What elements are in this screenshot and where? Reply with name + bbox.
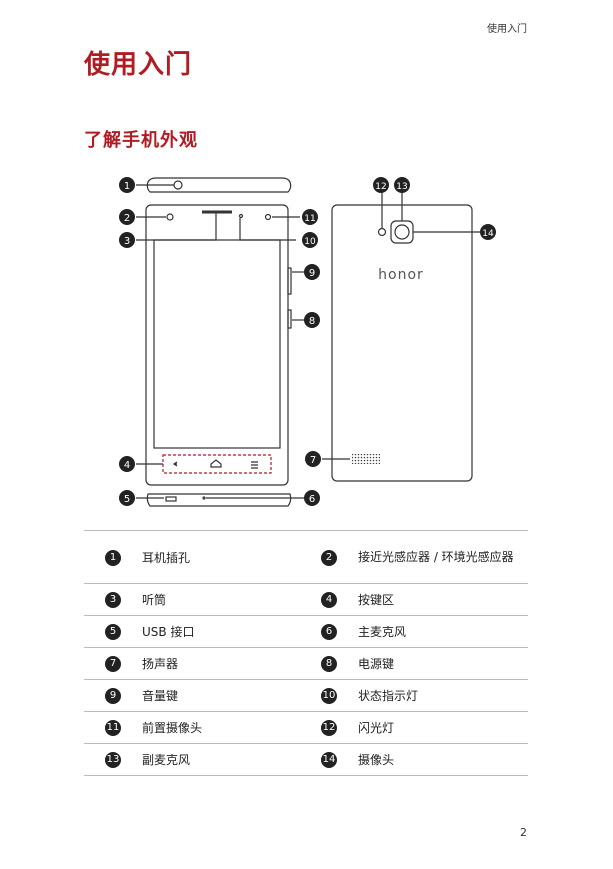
callout-8: 8 <box>304 312 320 328</box>
svg-text:3: 3 <box>124 236 130 247</box>
legend-label: 摄像头 <box>358 743 528 776</box>
callout-markers: 1 2 3 4 5 6 7 8 9 10 11 12 13 14 <box>119 177 496 506</box>
callout-10: 10 <box>302 232 318 248</box>
phone-front-body <box>145 204 289 486</box>
legend-row: 11 前置摄像头 12 闪光灯 <box>84 711 528 744</box>
legend-number: 3 <box>105 592 121 608</box>
legend-label: USB 接口 <box>142 615 300 648</box>
legend-number: 1 <box>105 549 121 566</box>
callout-9: 9 <box>304 264 320 280</box>
callout-2: 2 <box>119 209 135 225</box>
legend-number: 10 <box>321 688 337 704</box>
svg-text:6: 6 <box>309 494 315 505</box>
honor-logo: honor <box>378 267 424 283</box>
legend-number: 9 <box>105 688 121 704</box>
legend-number: 12 <box>321 720 337 736</box>
callout-3: 3 <box>119 232 135 248</box>
legend-row: 5 USB 接口 6 主麦克风 <box>84 615 528 648</box>
legend-label: 音量键 <box>142 679 300 712</box>
legend-label: 按键区 <box>358 583 528 616</box>
phone-back-body <box>331 204 473 482</box>
callout-4: 4 <box>119 456 135 472</box>
svg-text:10: 10 <box>304 237 316 247</box>
svg-text:11: 11 <box>304 214 315 224</box>
rear-camera <box>390 220 414 244</box>
headphone-jack <box>173 180 183 190</box>
back-key-icon <box>172 461 178 467</box>
svg-text:13: 13 <box>396 182 407 192</box>
legend-number: 4 <box>321 592 337 608</box>
legend-row: 3 听筒 4 按键区 <box>84 583 528 616</box>
svg-text:12: 12 <box>375 182 386 192</box>
legend-label: 状态指示灯 <box>358 679 528 712</box>
usb-port <box>165 496 177 502</box>
menu-key-icon <box>251 461 258 469</box>
volume-key <box>287 267 292 295</box>
legend-row: 9 音量键 10 状态指示灯 <box>84 679 528 712</box>
proximity-sensor <box>166 213 174 221</box>
phone-screen <box>153 239 281 449</box>
legend-label: 接近光感应器 / 环境光感应器 <box>358 530 528 584</box>
svg-text:7: 7 <box>310 455 316 466</box>
chapter-title: 使用入门 <box>84 50 193 80</box>
legend-number: 14 <box>321 752 337 768</box>
phone-top-edge <box>146 177 292 193</box>
svg-text:2: 2 <box>124 213 130 224</box>
legend-number: 6 <box>321 624 337 640</box>
callout-7: 7 <box>305 451 321 467</box>
legend-label: 听筒 <box>142 583 300 616</box>
running-header: 使用入门 <box>487 24 527 35</box>
svg-text:4: 4 <box>124 460 130 471</box>
front-camera <box>264 213 272 221</box>
legend-row: 1 耳机插孔 2 接近光感应器 / 环境光感应器 <box>84 530 528 584</box>
legend-number: 7 <box>105 656 121 672</box>
legend-label: 闪光灯 <box>358 711 528 744</box>
svg-text:8: 8 <box>309 316 315 327</box>
power-key <box>287 309 292 329</box>
page-number: 2 <box>520 826 527 839</box>
legend-label: 耳机插孔 <box>142 530 300 584</box>
phone-bottom-edge <box>146 493 292 507</box>
legend-number: 5 <box>105 624 121 640</box>
flash <box>377 227 387 237</box>
legend-row: 13 副麦克风 14 摄像头 <box>84 743 528 776</box>
legend-label: 前置摄像头 <box>142 711 300 744</box>
status-led <box>238 213 244 219</box>
svg-text:14: 14 <box>482 229 494 239</box>
callout-1: 1 <box>119 177 135 193</box>
legend-number: 2 <box>321 549 337 566</box>
section-title: 了解手机外观 <box>84 130 198 151</box>
legend-number: 8 <box>321 656 337 672</box>
legend-label: 扬声器 <box>142 647 300 680</box>
legend-number: 11 <box>105 720 121 736</box>
callout-14: 14 <box>480 224 496 240</box>
legend-label: 副麦克风 <box>142 743 300 776</box>
phone-appearance-diagram: honor 1 2 3 4 5 6 7 8 9 10 11 12 13 14 <box>119 177 496 507</box>
speaker-grille <box>352 454 380 464</box>
svg-text:5: 5 <box>124 494 130 505</box>
callout-6: 6 <box>304 490 320 506</box>
legend-row: 7 扬声器 8 电源键 <box>84 647 528 680</box>
callout-5: 5 <box>119 490 135 506</box>
parts-legend-table: 1 耳机插孔 2 接近光感应器 / 环境光感应器 3 听筒 4 按键区 5 USB 接口 6 主麦克风… <box>84 530 528 776</box>
legend-label: 电源键 <box>358 647 528 680</box>
callout-12: 12 <box>373 177 389 193</box>
callout-11: 11 <box>302 209 318 225</box>
callout-13: 13 <box>394 177 410 193</box>
main-mic <box>202 496 206 500</box>
legend-label: 主麦克风 <box>358 615 528 648</box>
svg-text:1: 1 <box>124 181 130 192</box>
key-area-outline <box>162 454 272 474</box>
home-key-icon <box>210 459 222 468</box>
svg-text:9: 9 <box>309 268 315 279</box>
legend-number: 13 <box>105 752 121 768</box>
